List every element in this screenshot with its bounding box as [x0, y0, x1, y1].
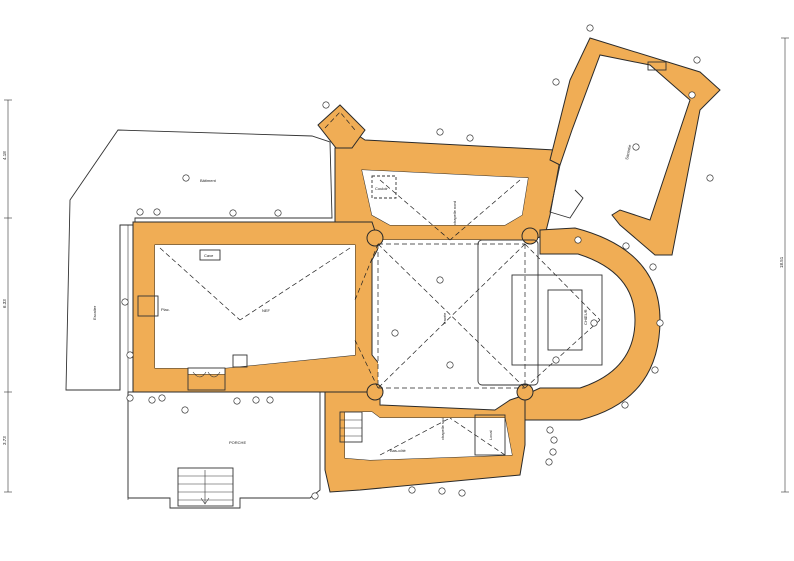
- reference-marker: [436, 276, 444, 284]
- reference-marker: [552, 356, 560, 364]
- local-box: [474, 414, 506, 456]
- reference-marker: [311, 492, 319, 500]
- reference-marker: [408, 486, 416, 494]
- reference-marker: [550, 436, 558, 444]
- reference-marker: [438, 487, 446, 495]
- pillar-ne: [521, 227, 539, 245]
- reference-marker: [586, 24, 594, 32]
- reference-marker: [622, 242, 630, 250]
- side-entrance: [339, 411, 363, 443]
- label-cave: Cave: [204, 253, 214, 258]
- reference-marker: [656, 319, 664, 327]
- label-sacristy: Sacristie: [624, 143, 632, 160]
- reference-marker: [458, 489, 466, 497]
- sacristy-walls: [549, 37, 721, 256]
- reference-marker: [136, 208, 144, 216]
- reference-marker: [436, 128, 444, 136]
- reference-marker: [182, 174, 190, 182]
- label-crossing: Travée: [442, 312, 447, 325]
- right-dimension-line: 18.51: [779, 37, 789, 493]
- vault-lines: [159, 179, 601, 456]
- reference-marker: [153, 208, 161, 216]
- reference-marker: [552, 78, 560, 86]
- porch-outline: [127, 391, 321, 509]
- label-corridor: Couloir: [375, 186, 388, 191]
- reference-marker: [651, 366, 659, 374]
- dim-left-bottom: 3.73: [2, 436, 7, 445]
- closet-box: [371, 175, 397, 199]
- label-north-chapel: chapelle nord: [452, 201, 457, 225]
- reference-marker: [126, 394, 134, 402]
- pillar-se: [516, 383, 534, 401]
- reference-marker: [126, 351, 134, 359]
- reference-marker: [688, 91, 696, 99]
- reference-marker: [148, 396, 156, 404]
- reference-marker: [466, 134, 474, 142]
- reference-marker: [693, 56, 701, 64]
- label-building: Bâtiment: [200, 178, 217, 183]
- side-box: [232, 354, 248, 368]
- reference-marker: [545, 458, 553, 466]
- reference-marker: [121, 298, 129, 306]
- reference-marker: [252, 396, 260, 404]
- altar: [547, 289, 583, 351]
- reference-marker: [158, 394, 166, 402]
- main-entrance: [187, 367, 226, 391]
- apse-walls: [524, 227, 661, 421]
- reference-marker: [621, 401, 629, 409]
- reference-marker: [181, 406, 189, 414]
- label-stair: Escalier: [92, 305, 97, 320]
- choir-rail: [477, 239, 539, 386]
- pillar-sw: [366, 383, 384, 401]
- reference-marker: [574, 236, 582, 244]
- left-dimension-line: 4.18 6.33 3.73: [2, 99, 12, 493]
- reference-marker: [446, 361, 454, 369]
- label-local: Local: [488, 430, 493, 440]
- reference-marker: [706, 174, 714, 182]
- pillar-nw: [366, 229, 384, 247]
- dim-left-middle: 6.33: [2, 299, 7, 308]
- reference-marker: [322, 101, 330, 109]
- cave-box: [199, 249, 221, 261]
- dim-right-total: 18.51: [779, 256, 784, 268]
- reference-marker: [549, 448, 557, 456]
- label-aisle: Bas-côté: [390, 448, 407, 453]
- label-south-chapel: chapelle sud: [440, 418, 445, 440]
- label-placard: Plac.: [161, 307, 170, 312]
- reference-marker: [546, 426, 554, 434]
- reference-marker: [632, 143, 640, 151]
- dim-left-top: 4.18: [2, 151, 7, 160]
- reference-marker: [229, 209, 237, 217]
- altar-platform: [511, 274, 603, 366]
- reference-marker: [266, 396, 274, 404]
- reference-marker: [649, 263, 657, 271]
- window-box-north: [137, 295, 159, 317]
- reference-marker: [233, 397, 241, 405]
- nw-tower: [317, 104, 366, 149]
- reference-marker: [274, 209, 282, 217]
- label-porch: PORCHE: [229, 440, 246, 445]
- reference-marker: [391, 329, 399, 337]
- reference-marker: [590, 319, 598, 327]
- sacristy-window: [647, 61, 667, 71]
- label-choir: CHŒUR: [583, 309, 588, 325]
- reference-markers: [121, 24, 714, 500]
- porch-steps: [177, 467, 234, 507]
- label-nave: NEF: [262, 308, 271, 313]
